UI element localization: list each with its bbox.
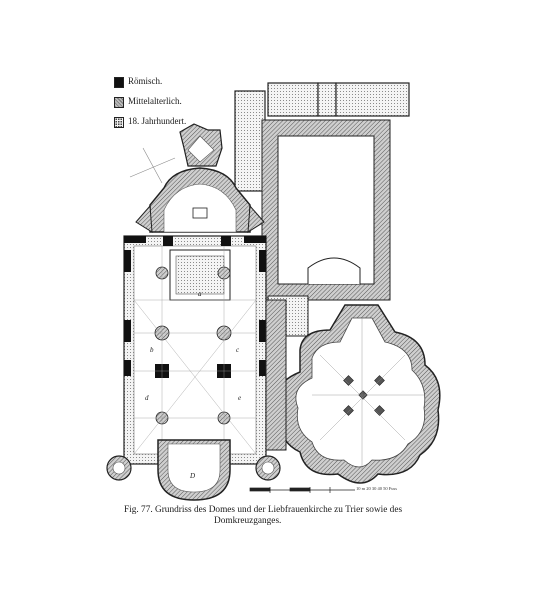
cloister-room-north-west (267, 82, 319, 117)
liebfrauenkirche (277, 304, 441, 484)
column (343, 405, 354, 416)
roman-wall (259, 360, 266, 376)
stair-core (261, 461, 275, 475)
south-tower-east (247, 204, 265, 233)
label-d: d (145, 394, 149, 402)
legend-swatch-18th-century (114, 117, 124, 128)
roman-wall (259, 320, 266, 342)
caption-line-2: Domkreuzganges. (214, 516, 282, 526)
raised-choir (175, 255, 225, 295)
cloister-west-building (234, 90, 266, 192)
roman-wall (124, 250, 131, 272)
west-apse-interior (167, 443, 221, 493)
roman-wall (124, 360, 131, 376)
scale-label: 10 m 20 30 40 50 Fuss (356, 486, 398, 491)
legend: Römisch. Mittelalterlich. 18. Jahrhunder… (114, 75, 254, 135)
legend-label-18th-century: 18. Jahrhundert. (128, 116, 187, 126)
stair-core (112, 461, 126, 475)
label-b: b (150, 346, 154, 354)
cloister (234, 82, 410, 337)
label-a: a (198, 290, 202, 298)
cloister-chapel (307, 257, 361, 284)
legend-item-medieval: Mittelalterlich. (114, 95, 254, 115)
cloister-link-wing (265, 299, 287, 451)
legend-swatch-medieval (114, 97, 124, 108)
roman-wall (124, 320, 131, 342)
label-e: e (238, 394, 241, 402)
legend-item-18th-century: 18. Jahrhundert. (114, 115, 254, 135)
label-c: c (236, 346, 240, 354)
cloister-room-north-east (335, 82, 410, 117)
north-arrow (129, 147, 176, 184)
column (343, 375, 354, 386)
plan-labels: a b c d e D (145, 290, 241, 480)
roman-pier (163, 236, 173, 246)
roman-wall (124, 236, 146, 243)
column (374, 405, 385, 416)
legend-label-medieval: Mittelalterlich. (128, 96, 182, 106)
legend-item-roman: Römisch. (114, 75, 254, 95)
caption-line-1: Fig. 77. Grundriss des Domes und der Lie… (124, 505, 403, 515)
north-tower-east (135, 204, 153, 233)
legend-swatch-roman (114, 77, 124, 88)
label-D: D (189, 472, 195, 480)
dom (106, 123, 287, 501)
roman-pier (221, 236, 231, 246)
scale-bar (249, 487, 355, 493)
roman-wall (259, 250, 266, 272)
legend-label-roman: Römisch. (128, 76, 163, 86)
liebfrauenkirche-interior (295, 317, 426, 468)
roman-wall (244, 236, 266, 243)
figure-caption: Fig. 77. Grundriss des Domes und der Lie… (124, 505, 434, 527)
cloister-room-north-middle (317, 82, 337, 117)
altar (192, 207, 208, 219)
east-chapel-vault (187, 135, 215, 163)
